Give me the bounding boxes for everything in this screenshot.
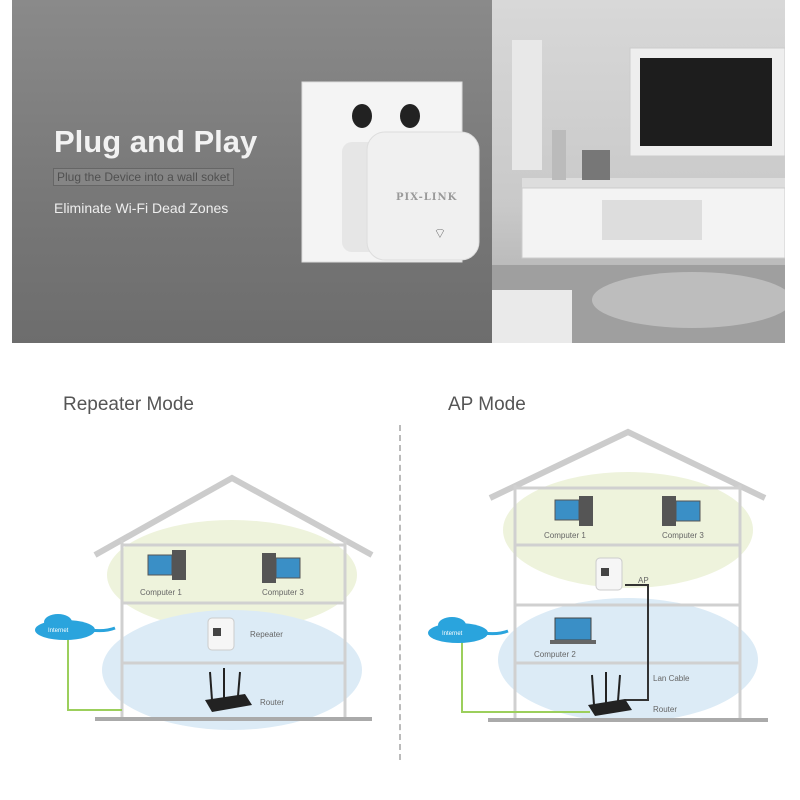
ap-label: AP: [638, 576, 649, 585]
repeater-device-icon: [207, 617, 235, 651]
router-label: Router: [260, 698, 284, 707]
banner-title: Plug and Play: [54, 124, 258, 159]
internet-label: Internet: [48, 628, 69, 634]
internet-cloud-icon: [428, 617, 509, 643]
computer-1-label: Computer 1: [140, 588, 182, 597]
repeater-label: Repeater: [250, 630, 283, 639]
computer-2-label: Computer 2: [534, 650, 576, 659]
banner-subtitle-boxed: Plug the Device into a wall soket: [53, 168, 234, 186]
wifi-icon: ⌔: [433, 225, 446, 241]
internet-label: Internet: [442, 631, 463, 637]
room-illustration: [492, 40, 785, 343]
internet-cloud-icon: [35, 614, 116, 640]
lan-cable-label: Lan Cable: [653, 674, 690, 683]
router-icon: [205, 668, 252, 712]
wall-socket-with-device: ⌔: [301, 81, 480, 263]
repeater-mode-title: Repeater Mode: [63, 394, 194, 415]
product-banner: ⌔ Plug and Play Plug the Device into a w…: [12, 0, 785, 343]
device-brand-label: PIX-LINK: [396, 192, 458, 203]
lan-cable-line: [625, 584, 649, 701]
computer-1-label: Computer 1: [544, 531, 586, 540]
section-divider: [399, 425, 401, 760]
ap-device-icon: [595, 557, 623, 591]
ap-mode-diagram: Computer 1 Computer 3 AP Computer 2 Lan …: [428, 428, 768, 722]
computer-3-icon: [662, 496, 701, 526]
router-icon: [588, 672, 632, 716]
ap-mode-title: AP Mode: [448, 394, 526, 415]
computer-3-label: Computer 3: [662, 531, 704, 540]
banner-subtitle: Eliminate Wi-Fi Dead Zones: [54, 200, 229, 216]
computer-3-icon: [262, 553, 301, 583]
laptop-icon: [550, 617, 596, 644]
repeater-mode-diagram: Computer 1 Computer 3 Repeater Router In…: [35, 474, 374, 730]
router-label: Router: [653, 705, 677, 714]
living-room-photo: [492, 0, 785, 343]
computer-1-icon: [147, 550, 186, 580]
computer-3-label: Computer 3: [262, 588, 304, 597]
computer-1-icon: [554, 496, 593, 526]
